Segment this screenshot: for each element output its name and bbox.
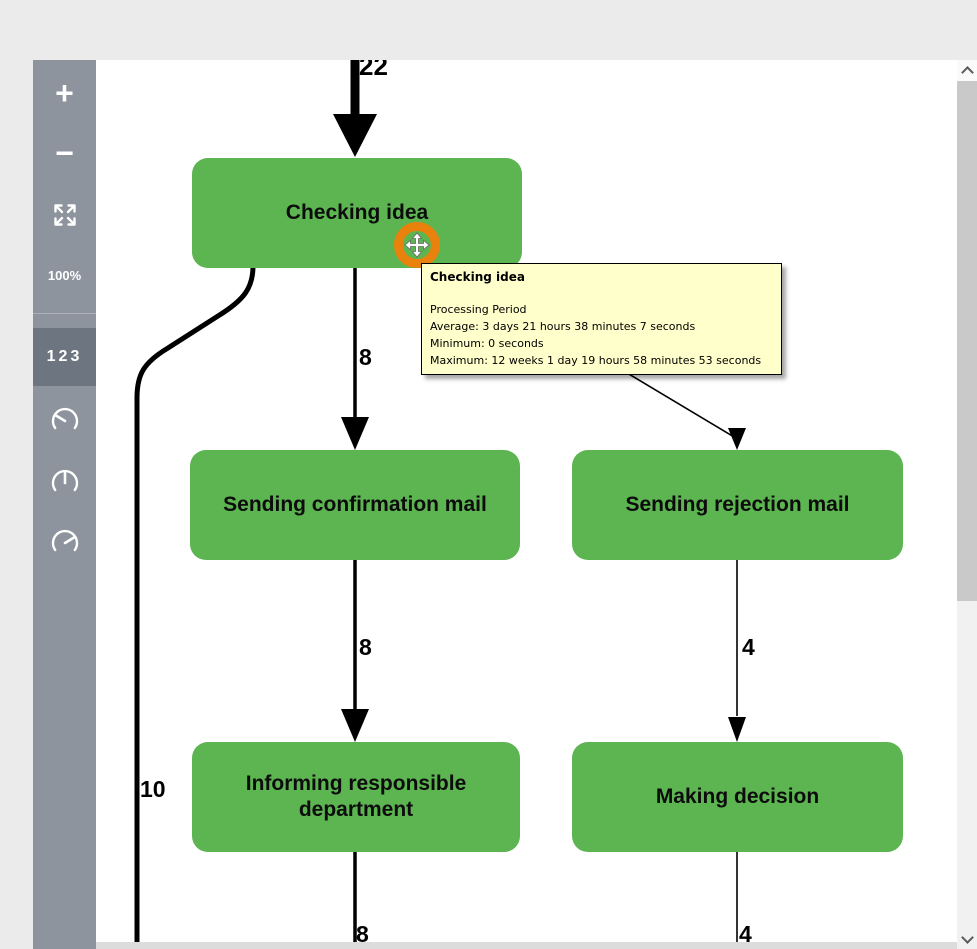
- move-cursor-marker[interactable]: [394, 222, 440, 268]
- edge-count-8: 8: [359, 634, 372, 660]
- tooltip-maximum: Maximum: 12 weeks 1 day 19 hours 58 minu…: [430, 354, 762, 367]
- edge-layer: [134, 60, 746, 942]
- tooltip-minimum: Minimum: 0 seconds: [430, 337, 544, 350]
- zoom-in-button[interactable]: +: [33, 73, 96, 113]
- edge-bypass-10: [134, 265, 256, 942]
- edge-count-10: 10: [140, 776, 166, 802]
- scroll-up-button[interactable]: [957, 60, 977, 81]
- arrowhead-informing: [341, 709, 369, 742]
- node-checking-idea[interactable]: Checking idea: [192, 158, 522, 268]
- frequency-123-label: 123: [46, 348, 83, 365]
- node-informing-responsible-department[interactable]: Informing responsible department: [192, 742, 520, 852]
- node-tooltip: Checking idea Processing Period Average:…: [421, 263, 782, 375]
- plus-icon: +: [55, 74, 74, 111]
- node-label: Sending rejection mail: [625, 492, 850, 516]
- expand-arrows-icon: [53, 204, 76, 226]
- vertical-scrollbar-thumb[interactable]: [957, 81, 977, 601]
- node-making-decision[interactable]: Making decision: [572, 742, 903, 852]
- gauge-needle-left-icon: [51, 407, 78, 429]
- view-toolbar: + − 100% 123: [33, 60, 96, 949]
- edge-count-8: 8: [356, 921, 369, 942]
- toolbar-divider: [33, 313, 96, 314]
- edge-count-8: 8: [359, 344, 372, 370]
- node-label: Informing responsible department: [245, 771, 467, 821]
- tooltip-section: Processing Period: [430, 303, 527, 316]
- process-canvas[interactable]: Checking idea Sending confirmation mail …: [96, 60, 957, 942]
- zoom-level-button[interactable]: 100%: [33, 255, 96, 295]
- frequency-view-button-selected[interactable]: 123: [33, 328, 96, 386]
- arrowhead-decision: [728, 717, 746, 742]
- chevron-down-icon: [960, 930, 974, 944]
- move-arrows-icon: [404, 232, 430, 258]
- arrowhead-incoming-22: [333, 114, 377, 157]
- minus-icon: −: [55, 134, 74, 171]
- gauge-view-button-low[interactable]: [33, 400, 96, 440]
- horizontal-scrollbar[interactable]: [96, 942, 957, 949]
- chevron-up-icon: [960, 65, 974, 79]
- node-label: Making decision: [655, 784, 820, 808]
- zoom-out-button[interactable]: −: [33, 133, 96, 173]
- edge-count-4: 4: [739, 921, 752, 942]
- fit-to-screen-button[interactable]: [33, 195, 96, 235]
- node-label: Checking idea: [285, 200, 429, 224]
- node-sending-confirmation-mail[interactable]: Sending confirmation mail: [190, 450, 520, 560]
- gauge-needle-right-icon: [51, 529, 78, 551]
- arrowhead-rejection: [728, 428, 746, 450]
- node-label: Sending confirmation mail: [223, 492, 487, 516]
- zoom-level-value: 100%: [47, 267, 82, 283]
- tooltip-title: Checking idea: [430, 270, 525, 284]
- edge-count-22: 22: [359, 60, 388, 81]
- gauge-needle-up-icon: [51, 469, 78, 491]
- node-sending-rejection-mail[interactable]: Sending rejection mail: [572, 450, 903, 560]
- vertical-scrollbar[interactable]: [957, 60, 977, 949]
- gauge-view-button-mid[interactable]: [33, 462, 96, 502]
- edge-count-4: 4: [742, 634, 755, 660]
- gauge-view-button-high[interactable]: [33, 522, 96, 562]
- scroll-down-button[interactable]: [957, 928, 977, 949]
- tooltip-average: Average: 3 days 21 hours 38 minutes 7 se…: [430, 320, 696, 333]
- arrowhead-confirmation: [341, 417, 369, 450]
